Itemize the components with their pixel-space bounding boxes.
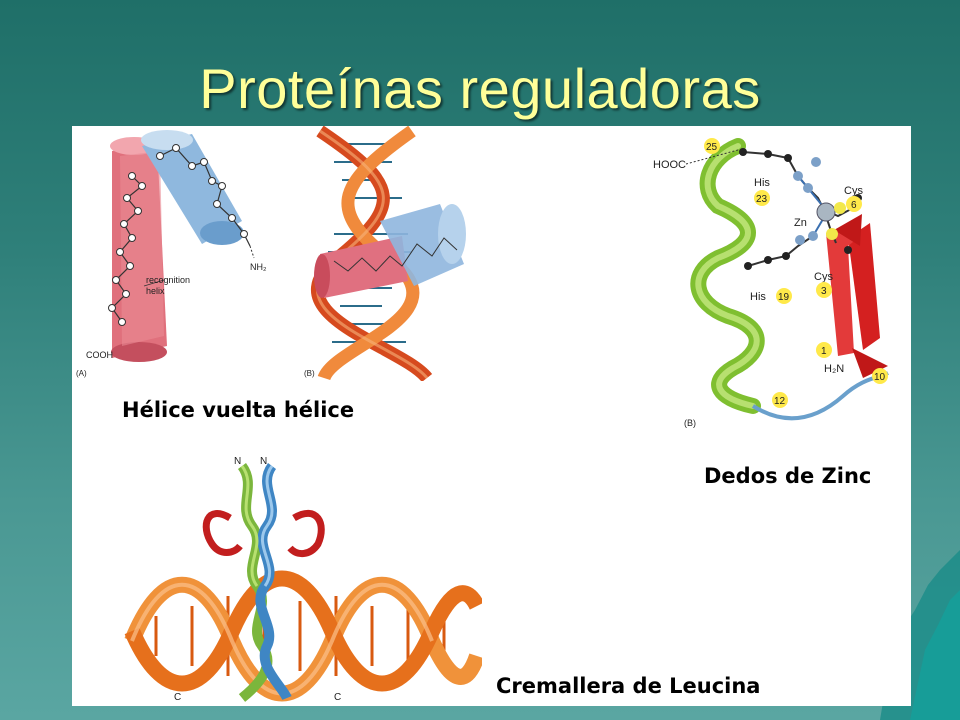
panel-a-label: (A) [76,369,87,378]
alpha-helix-ribbon [690,138,765,414]
hth-caption: Hélice vuelta hélice [122,398,355,422]
recognition-label-1: recognition [146,275,190,285]
dna-ribbon [124,570,482,702]
slide-title: Proteínas reguladoras [199,57,761,120]
leucine-zipper-figure: N N C C [124,456,482,703]
badge-23: 23 [756,194,768,205]
badge-25: 25 [706,142,718,153]
recognition-label-2: helix [146,286,165,296]
h2n-label: H₂N [824,363,844,375]
helix-turn-helix-figure: recognition helix COOH NH₂ (A) (B) [76,126,466,381]
cys3-label: Cys [814,271,833,283]
beta-sheet-arrows [826,214,888,378]
c-terminal-label-2: C [334,692,341,703]
badge-1: 1 [821,346,827,357]
badge-3: 3 [821,286,827,297]
c-terminal-label-1: C [174,692,181,703]
his23-label: His [754,177,770,189]
panel-b-label: (B) [304,369,315,378]
hooc-label: HOOC [653,159,686,171]
figure-panel: recognition helix COOH NH₂ (A) (B) [72,126,911,706]
badge-19: 19 [778,292,790,303]
cooh-label: COOH [86,350,113,360]
zn-label: Zn [794,217,807,229]
badge-10: 10 [874,372,886,383]
n-terminal-label-2: N [260,456,267,467]
zinc-panel-b-label: (B) [684,418,696,428]
coiled-coil-helices [202,463,325,702]
his19-label: His [750,291,766,303]
n-terminal-label-1: N [234,456,241,467]
zinc-caption: Dedos de Zinc [704,464,872,488]
protein-on-dna [314,204,466,298]
second-helix-cylinder [141,130,244,245]
badge-12: 12 [774,396,786,407]
zinc-finger-figure: HOOC His Cys Zn Cys His H₂N (B) 25 23 6 … [653,138,889,428]
leucine-caption: Cremallera de Leucina [496,674,761,698]
cys6-label: Cys [844,185,863,197]
residue-badges: 25 23 6 3 19 1 12 10 [704,138,888,408]
nh2-label: NH₂ [250,262,267,272]
badge-6: 6 [851,200,857,211]
